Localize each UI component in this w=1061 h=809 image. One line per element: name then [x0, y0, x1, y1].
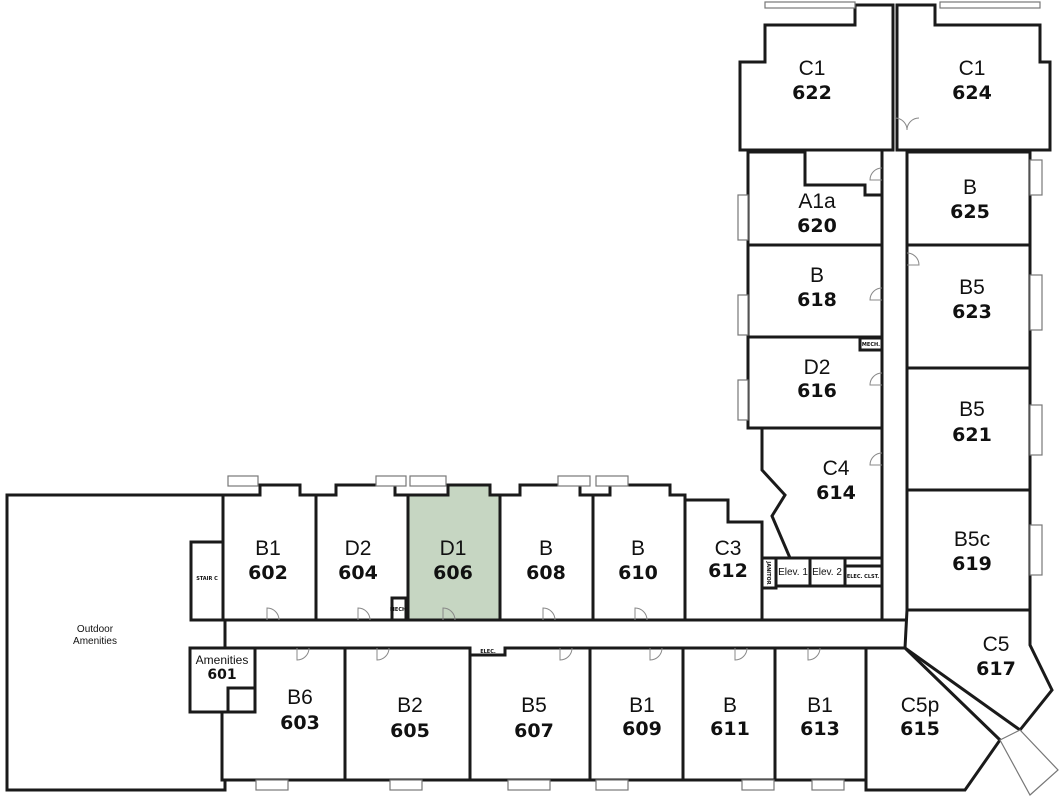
svg-text:616: 616 — [797, 380, 837, 402]
svg-text:610: 610 — [618, 562, 658, 584]
svg-text:614: 614 — [816, 482, 856, 504]
svg-text:620: 620 — [797, 215, 837, 237]
svg-text:B5: B5 — [959, 398, 985, 421]
svg-text:B1: B1 — [807, 694, 833, 717]
unit-607[interactable]: B5 607 — [468, 646, 592, 782]
unit-614[interactable]: C4 614 — [760, 426, 884, 560]
svg-text:C1: C1 — [959, 57, 986, 80]
svg-text:617: 617 — [976, 658, 1016, 680]
svg-text:C5p: C5p — [901, 694, 940, 717]
unit-621[interactable]: B5 621 — [905, 366, 1032, 492]
svg-text:B: B — [723, 694, 737, 717]
svg-text:ELEC. CLST.: ELEC. CLST. — [847, 574, 879, 580]
svg-text:B: B — [810, 264, 824, 287]
svg-text:604: 604 — [338, 562, 378, 584]
svg-text:607: 607 — [514, 720, 554, 742]
svg-text:623: 623 — [952, 301, 992, 323]
unit-624[interactable]: C1 624 — [895, 3, 1052, 152]
unit-623[interactable]: B5 623 — [905, 243, 1032, 370]
svg-text:B: B — [539, 537, 553, 560]
unit-605[interactable]: B2 605 — [343, 646, 472, 782]
svg-text:C5: C5 — [983, 633, 1010, 656]
unit-617[interactable]: C5 617 — [903, 608, 1054, 733]
svg-text:621: 621 — [952, 424, 992, 446]
svg-text:C1: C1 — [799, 57, 826, 80]
stair-c — [189, 540, 225, 622]
unit-620[interactable]: A1a 620 — [746, 150, 884, 247]
unit-604[interactable]: D2 604 — [314, 483, 410, 622]
unit-611[interactable]: B 611 — [681, 646, 777, 782]
unit-606[interactable]: D1 606 — [406, 483, 502, 622]
svg-text:MECH.: MECH. — [390, 607, 408, 613]
outdoor-amenities-label-2: Amenities — [73, 636, 117, 647]
svg-text:C3: C3 — [715, 537, 742, 560]
svg-text:601: 601 — [207, 667, 236, 683]
svg-text:B1: B1 — [255, 537, 281, 560]
svg-text:D2: D2 — [345, 537, 372, 560]
svg-text:605: 605 — [390, 720, 430, 742]
door-swings — [266, 117, 920, 661]
svg-text:615: 615 — [900, 718, 940, 740]
unit-612[interactable]: C3 612 — [683, 498, 764, 622]
svg-text:606: 606 — [433, 562, 473, 584]
unit-609[interactable]: B1 609 — [588, 646, 685, 782]
svg-text:B: B — [631, 537, 645, 560]
mech-room-east — [858, 336, 884, 352]
svg-text:B5c: B5c — [954, 528, 990, 551]
svg-text:603: 603 — [280, 712, 320, 734]
unit-608[interactable]: B 608 — [498, 483, 595, 622]
unit-602[interactable]: B1 602 — [221, 483, 318, 622]
unit-625[interactable]: B 625 — [905, 150, 1032, 247]
unit-610[interactable]: B 610 — [591, 483, 687, 622]
svg-text:608: 608 — [526, 562, 566, 584]
svg-text:JANITOR: JANITOR — [765, 560, 771, 584]
svg-text:602: 602 — [248, 562, 288, 584]
svg-text:B5: B5 — [521, 694, 547, 717]
unit-616[interactable]: D2 616 — [746, 335, 884, 430]
unit-619[interactable]: B5c 619 — [905, 488, 1032, 612]
svg-text:B2: B2 — [397, 694, 423, 717]
svg-text:D2: D2 — [804, 356, 831, 379]
svg-text:A1a: A1a — [798, 190, 836, 213]
svg-text:619: 619 — [952, 553, 992, 575]
unit-601-amenities[interactable]: Amenities 601 — [188, 646, 257, 714]
svg-text:611: 611 — [710, 718, 750, 740]
svg-text:625: 625 — [950, 201, 990, 223]
stair-label: STAIR C — [196, 576, 218, 582]
unit-618[interactable]: B 618 — [746, 243, 884, 339]
svg-text:Elev. 2: Elev. 2 — [812, 567, 842, 578]
svg-text:613: 613 — [800, 718, 840, 740]
svg-text:B1: B1 — [629, 694, 655, 717]
svg-text:622: 622 — [792, 82, 832, 104]
svg-text:Amenities: Amenities — [196, 653, 249, 667]
svg-text:ELEC.: ELEC. — [480, 649, 496, 655]
outdoor-amenities-area — [5, 493, 227, 792]
outdoor-amenities-label: Outdoor — [77, 624, 114, 635]
svg-text:609: 609 — [622, 718, 662, 740]
unit-615[interactable]: C5p 615 — [864, 646, 1002, 792]
svg-text:B5: B5 — [959, 276, 985, 299]
svg-text:B: B — [963, 176, 977, 199]
svg-text:Elev. 1: Elev. 1 — [778, 567, 808, 578]
svg-text:B6: B6 — [287, 686, 313, 709]
unit-622[interactable]: C1 622 — [738, 3, 895, 152]
mech-room-west — [390, 596, 408, 622]
svg-text:D1: D1 — [440, 537, 467, 560]
svg-text:618: 618 — [797, 289, 837, 311]
unit-613[interactable]: B1 613 — [773, 646, 868, 782]
svg-text:612: 612 — [708, 560, 748, 582]
elec-closet — [843, 564, 884, 588]
svg-text:624: 624 — [952, 82, 992, 104]
svg-text:MECH.: MECH. — [862, 342, 880, 348]
svg-text:C4: C4 — [823, 457, 850, 480]
